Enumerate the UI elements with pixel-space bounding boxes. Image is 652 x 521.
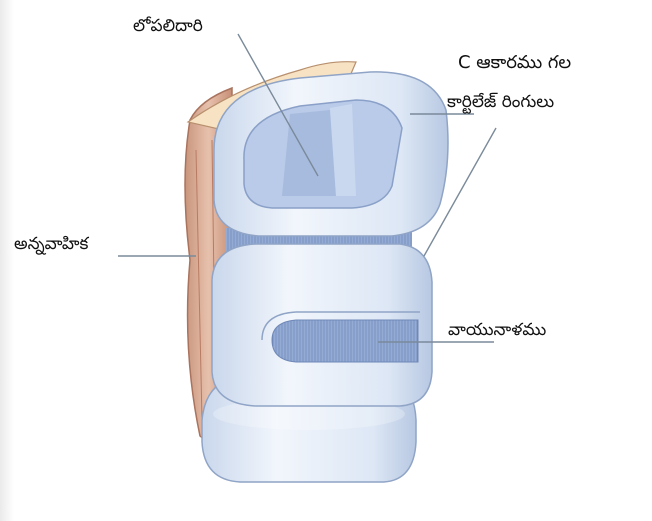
cartilage-ring-top bbox=[214, 72, 448, 236]
label-lumen: లోపలిదారి bbox=[133, 18, 203, 35]
cartilage-ring-middle bbox=[212, 244, 432, 406]
label-c-shaped-rings-line1: C ఆకారము గల bbox=[458, 54, 571, 72]
label-esophagus: అన్నవాహిక bbox=[14, 236, 88, 253]
label-trachea: వాయునాళము bbox=[448, 322, 546, 339]
label-c-shaped-rings-line2: కార్టిలేజ్ రింగులు bbox=[447, 94, 554, 111]
